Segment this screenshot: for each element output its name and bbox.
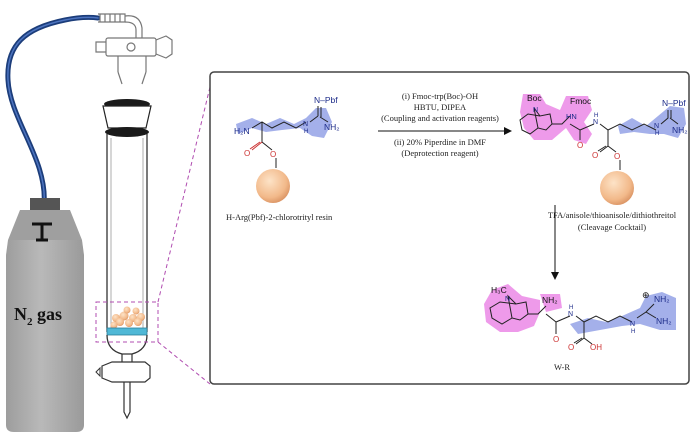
gas-inlet-adapter <box>95 13 173 85</box>
atom-n-amide-1: N <box>593 119 598 126</box>
group-nh2-guan-2: NH₂ <box>656 316 672 326</box>
atom-nh-arg-1: N <box>654 123 659 130</box>
atom-n-indole-1: N <box>533 107 538 114</box>
gas-hose <box>5 14 101 208</box>
reagent-line-4: (ii) 20% Piperdine in DMF <box>394 137 486 147</box>
group-pbf-start: N–Pbf <box>314 95 338 105</box>
atom-o-ester-2: O <box>614 152 620 161</box>
group-hn-fmoc: HN <box>566 112 577 121</box>
coupling-arrow-head <box>504 127 512 135</box>
gas-hose-highlight <box>7 16 99 206</box>
atom-nh-start: N <box>303 121 308 128</box>
atom-nh-arg-2: N <box>630 321 635 328</box>
group-pbf-protected: N–Pbf <box>662 98 686 108</box>
group-nh2-guan-1: NH₂ <box>654 294 670 304</box>
zoom-line-top <box>157 86 211 303</box>
scheme-panel <box>209 71 690 385</box>
atom-n-amide-2: N <box>568 311 573 318</box>
reagent-line-5: (Deprotection reagent) <box>401 148 478 158</box>
group-oh-acid: OH <box>590 343 602 352</box>
resin-beads <box>110 306 145 329</box>
reagent-line-1: (i) Fmoc-trp(Boc)-OH <box>402 91 478 101</box>
reaction-vessel <box>95 99 152 420</box>
atom-h-amide-2: H <box>569 305 573 311</box>
group-nh2-protected: NH₂ <box>672 125 688 135</box>
reagent-line-3: (Coupling and activation reagents) <box>381 113 499 123</box>
atom-o-amide-2: O <box>553 335 559 344</box>
starting-material-label: H-Arg(Pbf)-2-chlorotrityl resin <box>226 212 333 222</box>
cylinder-valve <box>30 198 60 210</box>
product-structure: H₃C N NH₂ O N H N H ⊕ NH₂ NH₂ O OH <box>484 284 676 352</box>
group-fmoc: Fmoc <box>570 96 592 106</box>
cleavage-arrow-head <box>551 272 559 280</box>
atom-o-acid: O <box>568 343 574 352</box>
reagent-line-2: HBTU, DIPEA <box>414 102 467 112</box>
atom-n-indole-2: N <box>505 296 510 303</box>
atom-h-amide-1: H <box>594 113 598 119</box>
atom-h-arg-2: H <box>631 329 635 335</box>
group-boc: Boc <box>527 93 542 103</box>
product-label: W-R <box>554 362 570 372</box>
zoom-line-bottom <box>157 341 211 385</box>
group-nh2-start: NH₂ <box>324 122 340 132</box>
cylinder-label: N2 gas <box>14 304 62 328</box>
cleavage-line-1: TFA/anisole/thioanisole/dithiothreitol <box>548 210 677 220</box>
vessel-frit <box>106 327 148 336</box>
group-h2n-start: H₂N <box>234 126 250 136</box>
atom-h-arg-1: H <box>655 131 659 137</box>
group-nh2-product-n: NH₂ <box>542 295 558 305</box>
charge-plus: ⊕ <box>642 291 650 301</box>
group-h3c: H₃C <box>491 285 507 295</box>
atom-o-carbonyl-start: O <box>244 149 250 158</box>
resin-bead-start <box>256 169 290 203</box>
resin-bead-protected <box>600 171 634 205</box>
starting-material-structure: H₂N N H N–Pbf NH₂ O O <box>234 95 340 203</box>
regulator-icon <box>32 222 52 242</box>
vessel-stopcock <box>101 361 151 383</box>
atom-o-carbonyl-2: O <box>592 151 598 160</box>
zoom-box <box>95 301 159 343</box>
protected-dipeptide-structure: Boc Fmoc N HN O N H N H N–Pbf NH₂ O O <box>519 93 688 205</box>
atom-o-amide-1: O <box>577 141 583 150</box>
atom-o-ester-start: O <box>270 150 276 159</box>
cleavage-line-2: (Cleavage Cocktail) <box>578 222 646 232</box>
atom-h-start: H <box>304 129 308 135</box>
gas-cylinder: N2 gas <box>6 198 84 432</box>
